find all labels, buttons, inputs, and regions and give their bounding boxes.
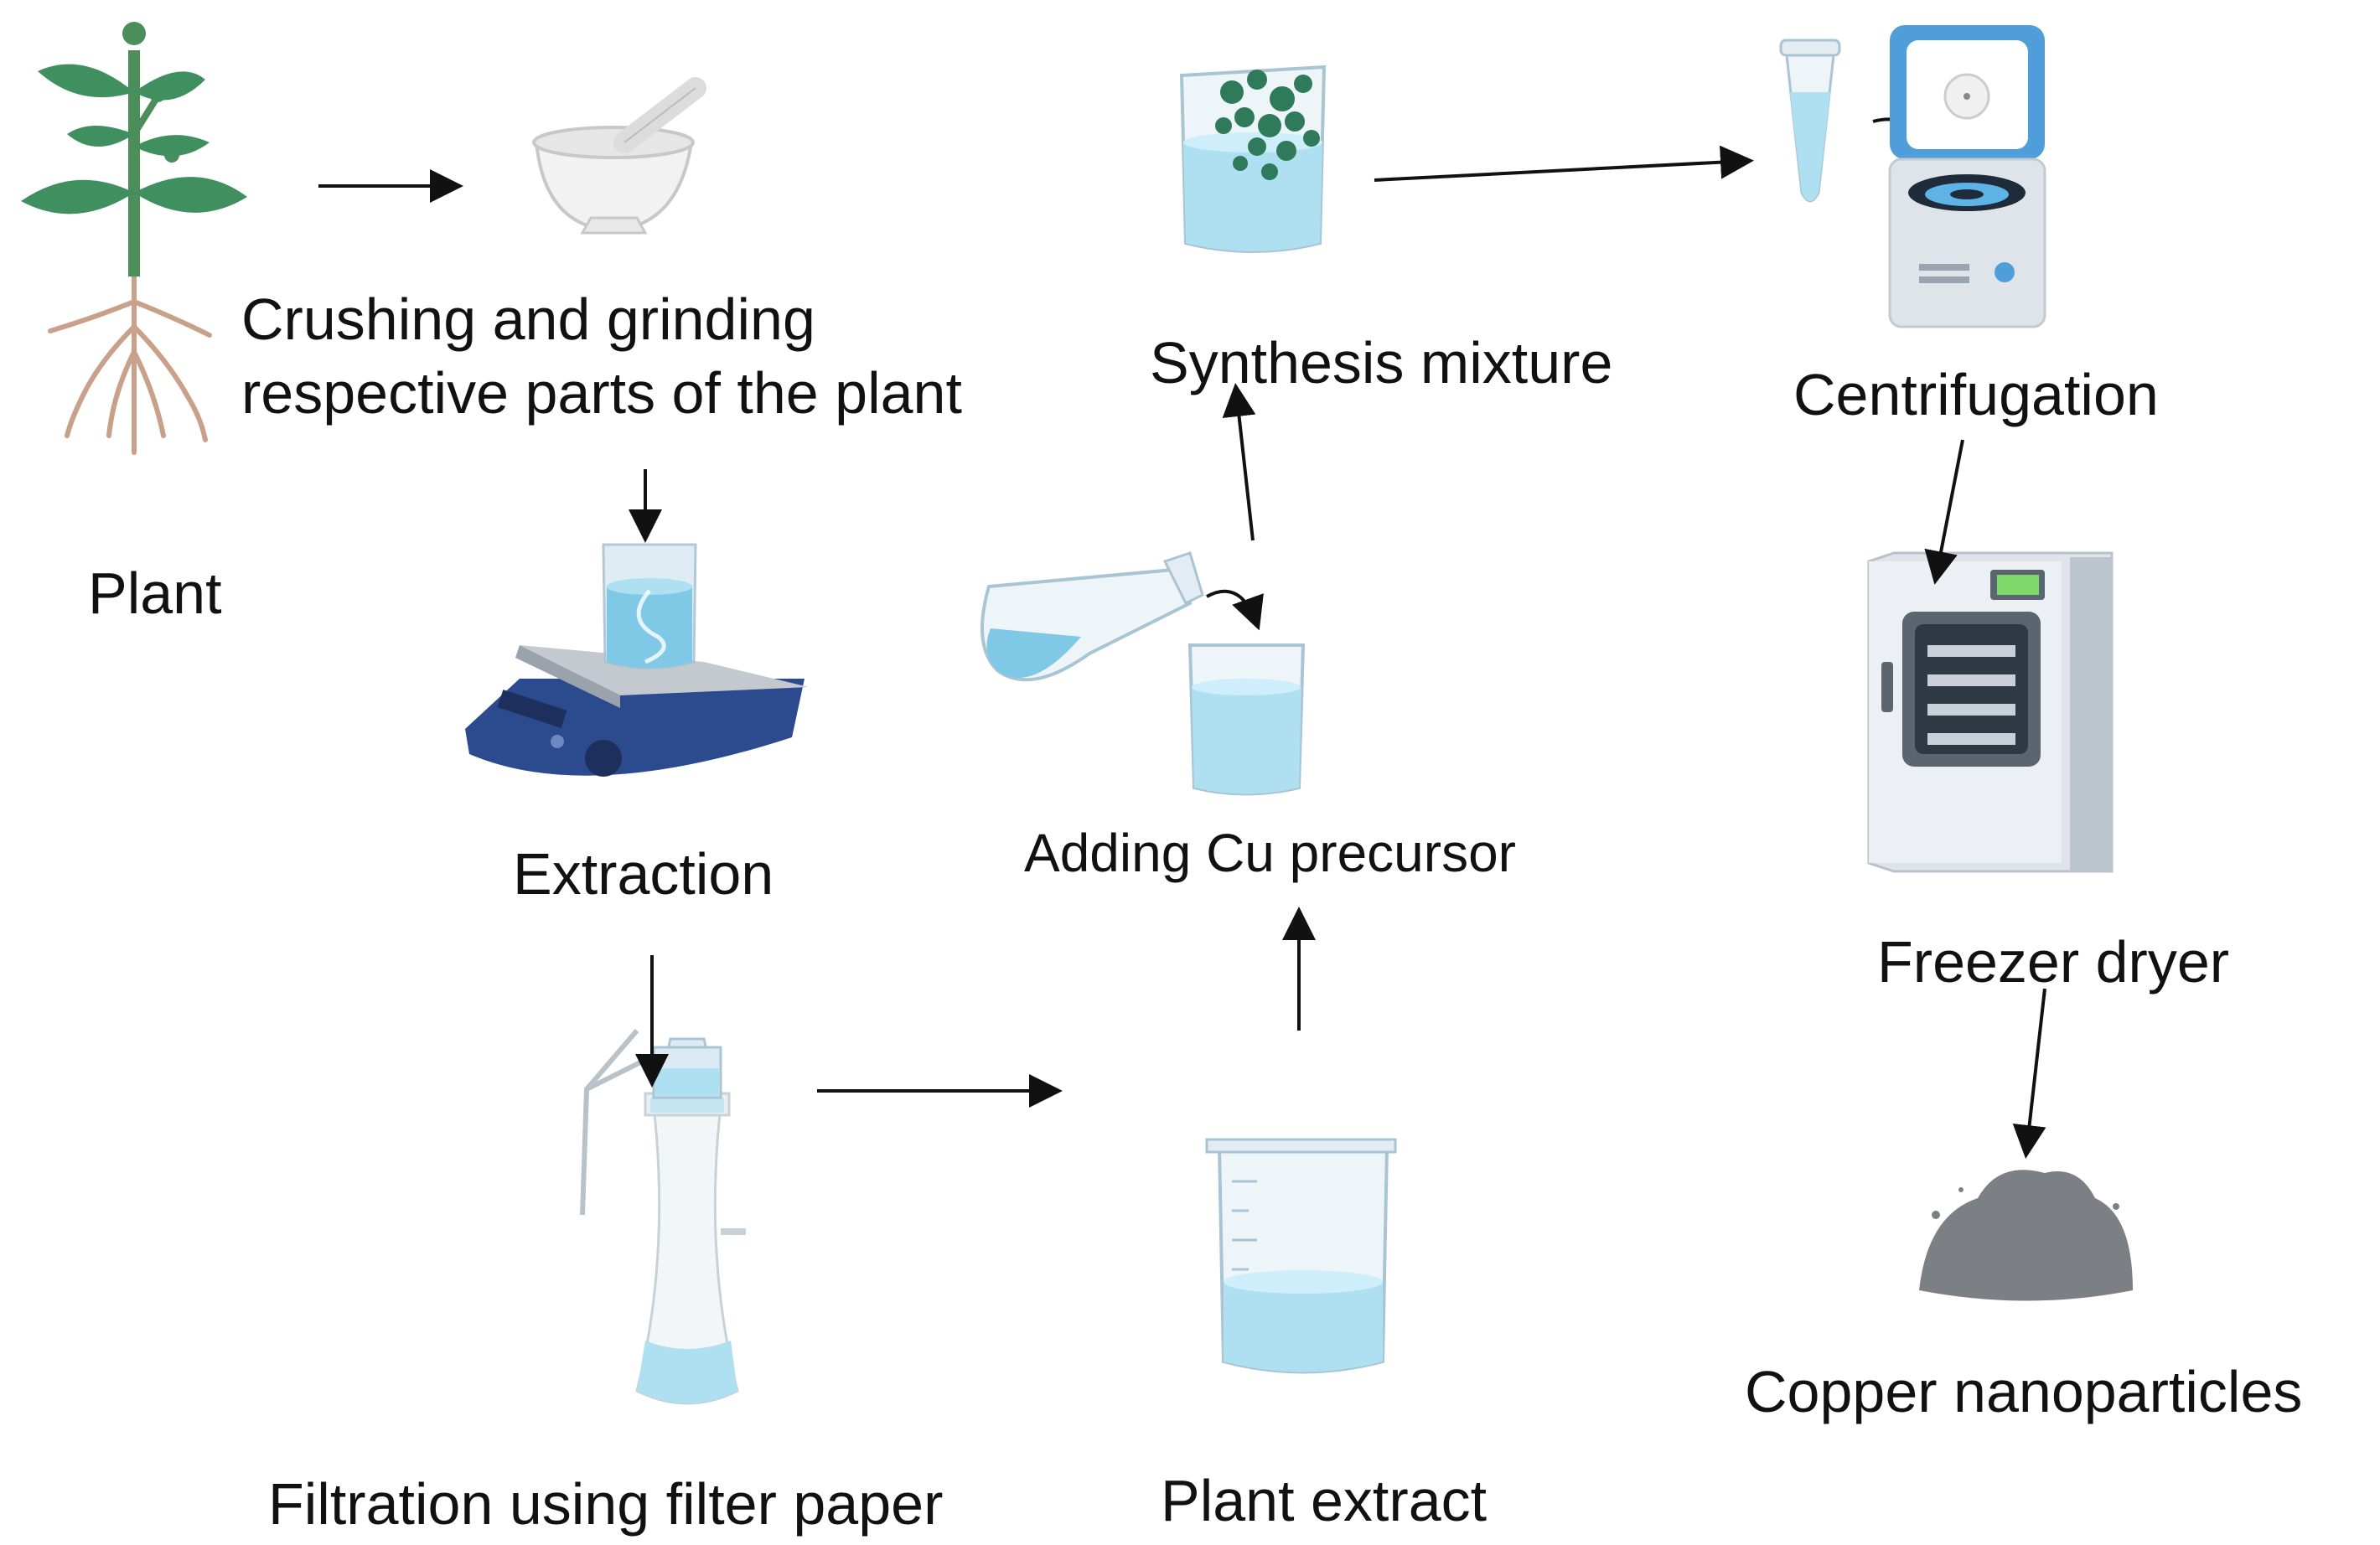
powder-pile-icon bbox=[1919, 1170, 2133, 1301]
microtube-icon bbox=[1779, 39, 1945, 203]
label-filtration: Filtration using filter paper bbox=[268, 1471, 944, 1537]
label-centrifugation: Centrifugation bbox=[1793, 362, 2159, 427]
beaker-icon bbox=[1205, 1138, 1397, 1374]
label-plant: Plant bbox=[88, 561, 222, 626]
label-plant-extract: Plant extract bbox=[1161, 1468, 1488, 1533]
arrow-adding-to-synthesis bbox=[1222, 383, 1256, 541]
hotplate-stirrer-icon bbox=[465, 543, 809, 777]
freeze-dryer-icon bbox=[1867, 551, 2114, 873]
label-synthesis: Synthesis mixture bbox=[1150, 330, 1613, 395]
arrow-freezer-to-copper bbox=[2012, 988, 2046, 1159]
plant-icon bbox=[21, 22, 247, 455]
mortar-pestle-icon bbox=[532, 77, 706, 235]
label-copper-nanoparticles: Copper nanoparticles bbox=[1745, 1359, 2303, 1424]
label-crushing-line1: Crushing and grinding bbox=[241, 287, 815, 352]
flask-pouring-icon bbox=[980, 551, 1306, 796]
arrow-centrifugation-to-freezer bbox=[1924, 439, 1964, 585]
centrifuge-icon bbox=[1888, 25, 2046, 328]
label-crushing-line2: respective parts of the plant bbox=[241, 360, 962, 426]
label-freezer-dryer: Freezer dryer bbox=[1877, 929, 2230, 995]
vacuum-filtration-icon bbox=[580, 1029, 746, 1405]
synthesis-beaker-icon bbox=[1179, 65, 1327, 253]
label-adding-cu: Adding Cu precursor bbox=[1024, 823, 1516, 883]
label-extraction: Extraction bbox=[513, 841, 774, 907]
arrow-synthesis-to-centrifugation bbox=[1374, 145, 1754, 182]
